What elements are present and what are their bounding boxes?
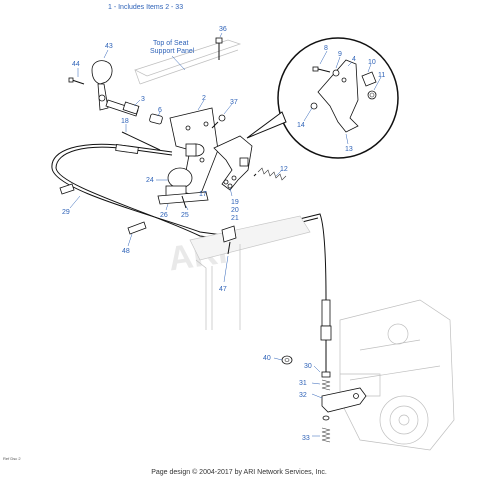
- pivot-arm-part-4[interactable]: [213, 135, 253, 191]
- cable-clip-part-48[interactable]: [127, 221, 147, 235]
- callout-43[interactable]: 43: [105, 43, 113, 50]
- lever-knob-part-43[interactable]: [91, 60, 113, 111]
- callout-37[interactable]: 37: [230, 99, 238, 106]
- spring-part-33[interactable]: [321, 415, 331, 443]
- callout-2[interactable]: 2: [202, 95, 206, 102]
- callout-25[interactable]: 25: [181, 212, 189, 219]
- handle-rod-part-3[interactable]: [105, 99, 140, 117]
- screw-part-25[interactable]: [181, 195, 187, 209]
- callout-20[interactable]: 20: [231, 207, 239, 214]
- seat-panel-label-line1: Top of Seat: [153, 40, 188, 47]
- callout-8[interactable]: 8: [324, 45, 328, 52]
- callout-33[interactable]: 33: [302, 435, 310, 442]
- callout-19[interactable]: 19: [231, 199, 239, 206]
- spacer-part-6[interactable]: [149, 113, 163, 125]
- callout-47[interactable]: 47: [219, 286, 227, 293]
- callout-10[interactable]: 10: [368, 59, 376, 66]
- callout-13[interactable]: 13: [345, 146, 353, 153]
- callout-32[interactable]: 32: [299, 392, 307, 399]
- callout-14[interactable]: 14: [297, 122, 305, 129]
- callout-48[interactable]: 48: [122, 248, 130, 255]
- callout-30[interactable]: 30: [304, 363, 312, 370]
- seat-panel-label-line2: Support Panel: [150, 48, 195, 55]
- spring-part-12[interactable]: [253, 167, 287, 181]
- callout-11[interactable]: 11: [378, 72, 385, 79]
- bushing-part-17[interactable]: [185, 143, 205, 157]
- callout-18[interactable]: 18: [121, 118, 129, 125]
- transmission-housing-ghost: [339, 299, 455, 451]
- screw-part-44[interactable]: [68, 77, 85, 85]
- seat-support-panel: [134, 39, 242, 85]
- bolt-part-36[interactable]: [215, 37, 223, 60]
- washer-part-40[interactable]: [281, 355, 293, 365]
- nut-part-30[interactable]: [321, 371, 331, 378]
- includes-items-note: 1 - Includes Items 2 - 33: [108, 4, 183, 11]
- control-cable-part-29[interactable]: [51, 143, 327, 301]
- callout-31[interactable]: 31: [299, 380, 307, 387]
- callout-36[interactable]: 36: [219, 26, 227, 33]
- lever-arm-part-32[interactable]: [321, 387, 367, 413]
- callout-17[interactable]: 17: [199, 191, 207, 198]
- chassis-frame-ghost: [189, 215, 311, 330]
- detail-inset: [246, 37, 399, 159]
- copyright-footer: Page design © 2004-2017 by ARI Network S…: [151, 468, 327, 476]
- fastener-group-19-21[interactable]: [223, 175, 237, 189]
- inset-pointer: [246, 111, 287, 139]
- callout-3[interactable]: 3: [141, 96, 145, 103]
- callout-40[interactable]: 40: [263, 355, 271, 362]
- cable-clip-small[interactable]: [59, 183, 75, 195]
- callout-44[interactable]: 44: [72, 61, 80, 68]
- callout-29[interactable]: 29: [62, 209, 70, 216]
- callout-6[interactable]: 6: [158, 107, 162, 114]
- spring-part-31[interactable]: [321, 379, 331, 391]
- rod-part-18[interactable]: [121, 131, 161, 151]
- cable-end-fitting[interactable]: [320, 299, 332, 376]
- callout-26[interactable]: 26: [160, 212, 168, 219]
- callout-21[interactable]: 21: [231, 215, 239, 222]
- callout-9[interactable]: 9: [338, 51, 342, 58]
- pin-part-47[interactable]: [221, 225, 237, 255]
- callout-12[interactable]: 12: [280, 166, 288, 173]
- callout-4[interactable]: 4: [352, 56, 356, 63]
- nut-part-37[interactable]: [211, 114, 226, 129]
- callout-24[interactable]: 24: [146, 177, 154, 184]
- diagram-code: Ref Dsc 2: [3, 456, 21, 461]
